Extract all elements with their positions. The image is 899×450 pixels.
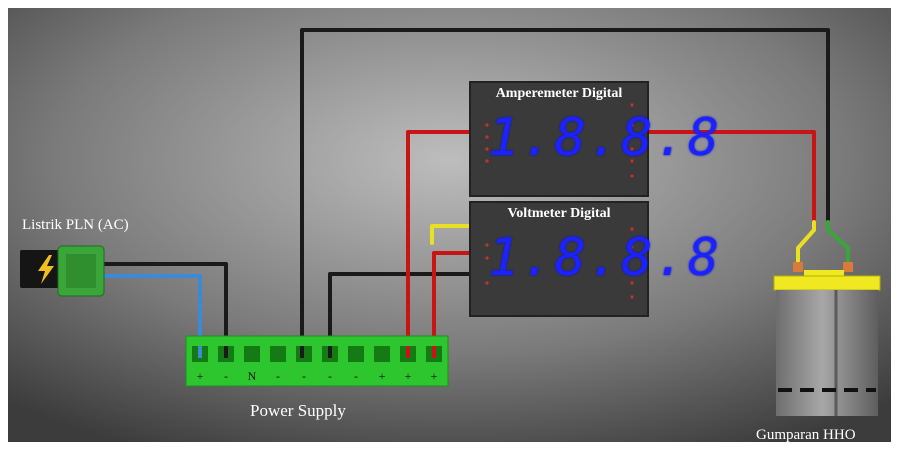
voltmeter-indicator-dots [485,227,634,299]
ac-source-label: Listrik PLN (AC) [22,217,129,233]
indicator-dot [485,281,489,285]
terminal-label: + [430,369,438,383]
indicator-dot [630,147,634,151]
wire-green-lead [826,220,850,268]
terminal-label: - [302,369,306,383]
ammeter-body [469,81,649,197]
hho-cell [773,262,881,416]
terminal-screw [348,346,364,362]
indicator-dot [630,174,634,178]
terminal-screw [244,346,260,362]
terminal-label: - [328,369,332,383]
terminal-label: - [354,369,358,383]
ammeter-indicator-dots [485,103,634,178]
wire-red-load [634,130,816,224]
wire-red-ammeter [406,130,472,354]
wires [102,28,850,354]
cell-body [776,290,878,416]
cell-top-nub [804,270,844,278]
indicator-dot [630,123,634,127]
hho-cell-label: Gumparan HHO [756,427,856,443]
terminal-label: - [224,369,228,383]
indicator-dot [485,135,489,139]
power-supply-terminal-block [185,335,449,387]
wire-black-ac [102,262,228,354]
voltmeter-panel [469,201,649,317]
indicator-dot [630,103,634,107]
terminal-screw [270,346,286,362]
cell-terminal-right [843,262,853,272]
ammeter-title: Amperemeter Digital [495,86,623,101]
terminal-screw [374,346,390,362]
terminal-label: N [247,369,257,383]
cell-cap [773,275,881,291]
voltmeter-title: Voltmeter Digital [507,206,611,221]
lightning-icon [38,255,54,284]
indicator-dot [485,243,489,247]
terminal-label: + [404,369,412,383]
wire-blue-ac [102,274,202,354]
ammeter-panel [469,81,649,197]
terminal-label: - [276,369,280,383]
ac-plug-inner [66,254,96,288]
terminal-label: + [196,369,204,383]
indicator-dot [485,147,489,151]
wire-black-top [300,28,830,354]
power-supply-label: Power Supply [250,401,346,420]
terminal-label: + [378,369,386,383]
voltmeter-body [469,201,649,317]
wire-black-voltmeter [328,272,492,354]
indicator-dot [485,256,489,260]
indicator-dot [630,295,634,299]
wire-yellow-lead [796,220,816,268]
indicator-dot [485,123,489,127]
voltmeter-display: 1.8.8.8 [488,228,722,288]
ammeter-display: 1.8.8.8 [488,108,722,168]
indicator-dot [485,159,489,163]
indicator-dot [630,159,634,163]
indicator-dot [630,281,634,285]
indicator-dot [630,227,634,231]
terminal-wire-ends [198,346,436,358]
indicator-dot [630,245,634,249]
ac-power-source [20,245,105,297]
cell-terminal-left [793,262,803,272]
